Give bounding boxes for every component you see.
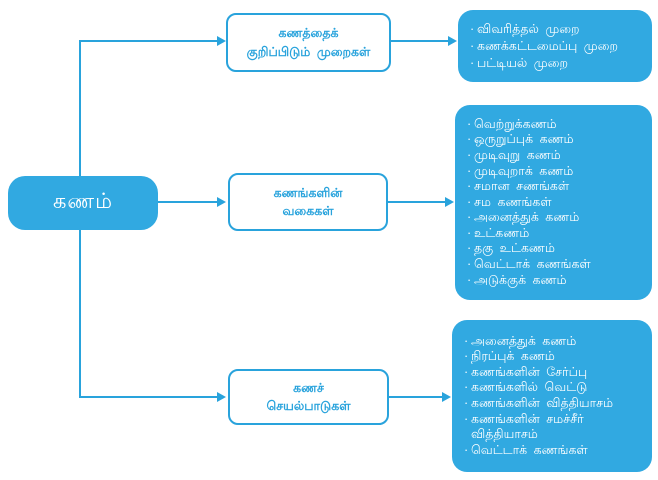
- list-box-set-operations: ·அனைத்துக் கணம்·நிரப்புக் கணம்·கணங்களின்…: [452, 320, 652, 472]
- list-item: ·கணங்களின் வித்தியாசம்: [464, 396, 646, 412]
- connector-node-1-to-list: [387, 40, 449, 42]
- list-item: ·கணங்களில் வெட்டு: [464, 380, 646, 396]
- bullet-icon: ·: [464, 396, 469, 410]
- list-item-label: கணக்கட்டமைப்பு முறை: [477, 38, 618, 53]
- bullet-icon: ·: [464, 333, 469, 348]
- list-item: ·நிரப்புக் கணம்: [464, 349, 646, 365]
- bullet-icon: ·: [467, 257, 472, 272]
- list-item: ·வெட்டாக் கணங்கள்: [467, 257, 646, 273]
- list-item: ·சமான சணங்கள்: [467, 179, 646, 195]
- branch-node-types-of-sets[interactable]: கணங்களின் வகைகள்: [228, 173, 388, 231]
- connector-vertical-bottom: [79, 230, 81, 398]
- list-item: ·கணங்களின் சமச்சீர் வித்தியாசம்: [464, 412, 646, 443]
- list-item-label: கணங்களின் சேர்ப்பு: [471, 364, 588, 379]
- arrow-icon: [442, 392, 451, 402]
- list-item-label: முடிவுறாக் கணம்: [474, 163, 574, 178]
- bullet-icon: ·: [467, 225, 472, 240]
- list-item: ·தகு உட்கணம்: [467, 241, 646, 257]
- arrow-icon: [217, 197, 226, 207]
- list-item-label: வெற்றுக்கணம்: [474, 116, 557, 131]
- list-item: ·வெற்றுக்கணம்: [467, 117, 646, 133]
- list-item: ·கணங்களின் சேர்ப்பு: [464, 365, 646, 381]
- connector-node-3-to-list: [385, 396, 443, 398]
- bullet-icon: ·: [464, 380, 469, 395]
- branch-node-label-line2: குறிப்பிடும் முறைகள்: [246, 44, 371, 59]
- branch-node-naming-methods[interactable]: கணத்தைக் குறிப்பிடும் முறைகள்: [226, 13, 391, 72]
- bullet-icon: ·: [470, 38, 475, 53]
- list-item: ·அனைத்துக் கணம்: [464, 334, 646, 350]
- bullet-icon: ·: [464, 364, 469, 379]
- list-item-label: தகு உட்கணம்: [474, 241, 555, 256]
- list-item-label: உட்கணம்: [474, 225, 530, 240]
- list-item: ·உட்கணம்: [467, 226, 646, 242]
- list-item-label: விவரித்தல் முறை: [477, 21, 580, 36]
- connector-root-to-node-3: [79, 396, 218, 398]
- bullet-icon: ·: [467, 116, 472, 131]
- list-item: ·விவரித்தல் முறை: [470, 21, 646, 38]
- bullet-icon: ·: [464, 442, 469, 457]
- list-item-label: முடிவுறு கணம்: [474, 147, 561, 162]
- list-item: ·அனைத்துக் கணம்: [467, 210, 646, 226]
- list-item-label: ஒருறுப்புக் கணம்: [474, 132, 574, 147]
- list-item: ·முடிவுறு கணம்: [467, 148, 646, 164]
- list-item-label: சமான சணங்கள்: [474, 179, 570, 194]
- bullet-icon: ·: [467, 241, 472, 256]
- list-item-label: கணங்களில் வெட்டு: [471, 380, 588, 395]
- root-node-label: கணம்: [52, 190, 114, 213]
- list-box-types-of-sets: ·வெற்றுக்கணம்·ஒருறுப்புக் கணம்·முடிவுறு …: [455, 105, 652, 300]
- list-item-label: பட்டியல் முறை: [477, 55, 568, 70]
- bullet-icon: ·: [467, 163, 472, 178]
- bullet-icon: ·: [467, 179, 472, 194]
- branch-node-label-line1: கணத்தைக்: [278, 26, 339, 41]
- connector-vertical-top: [79, 40, 81, 177]
- bullet-icon: ·: [464, 411, 469, 426]
- list-item: ·கணக்கட்டமைப்பு முறை: [470, 38, 646, 55]
- list-item-label: அனைத்துக் கணம்: [474, 210, 580, 225]
- list-item: ·வெட்டாக் கணங்கள்: [464, 443, 646, 459]
- branch-node-label-line1: கணச்: [293, 380, 324, 395]
- list-item: ·சம கணங்கள்: [467, 195, 646, 211]
- connector-root-to-node-2: [158, 201, 218, 203]
- bullet-icon: ·: [467, 210, 472, 225]
- bullet-icon: ·: [470, 21, 475, 36]
- list-item-label: வெட்டாக் கணங்கள்: [471, 442, 588, 457]
- list-item-label: வெட்டாக் கணங்கள்: [474, 257, 591, 272]
- list-item-label: கணங்களின் சமச்சீர் வித்தியாசம்: [471, 411, 584, 442]
- list-box-naming-methods: ·விவரித்தல் முறை·கணக்கட்டமைப்பு முறை·பட்…: [458, 10, 652, 82]
- arrow-icon: [445, 197, 454, 207]
- bullet-icon: ·: [467, 147, 472, 162]
- connector-node-2-to-list: [384, 201, 446, 203]
- list-item: ·அடுக்குக் கணம்: [467, 273, 646, 289]
- arrow-icon: [448, 36, 457, 46]
- arrow-icon: [217, 392, 226, 402]
- bullet-icon: ·: [467, 132, 472, 147]
- list-item-label: நிரப்புக் கணம்: [471, 349, 555, 364]
- bullet-icon: ·: [467, 272, 472, 287]
- branch-node-label-line1: கணங்களின்: [273, 185, 343, 200]
- bullet-icon: ·: [464, 349, 469, 364]
- list-item: ·முடிவுறாக் கணம்: [467, 164, 646, 180]
- bullet-icon: ·: [467, 194, 472, 209]
- branch-node-label-line2: செயல்பாடுகள்: [266, 399, 351, 413]
- bullet-icon: ·: [470, 55, 475, 70]
- list-item-label: சம கணங்கள்: [474, 194, 552, 209]
- arrow-icon: [217, 36, 226, 46]
- branch-node-label-line2: வகைகள்: [282, 204, 334, 218]
- list-item-label: அனைத்துக் கணம்: [471, 333, 577, 348]
- list-item: ·ஒருறுப்புக் கணம்: [467, 132, 646, 148]
- list-item-label: அடுக்குக் கணம்: [474, 272, 567, 287]
- connector-root-to-node-1: [79, 40, 218, 42]
- branch-node-set-operations[interactable]: கணச் செயல்பாடுகள்: [228, 369, 389, 425]
- root-node-ganam[interactable]: கணம்: [8, 176, 158, 230]
- list-item: ·பட்டியல் முறை: [470, 55, 646, 72]
- list-item-label: கணங்களின் வித்தியாசம்: [471, 396, 614, 410]
